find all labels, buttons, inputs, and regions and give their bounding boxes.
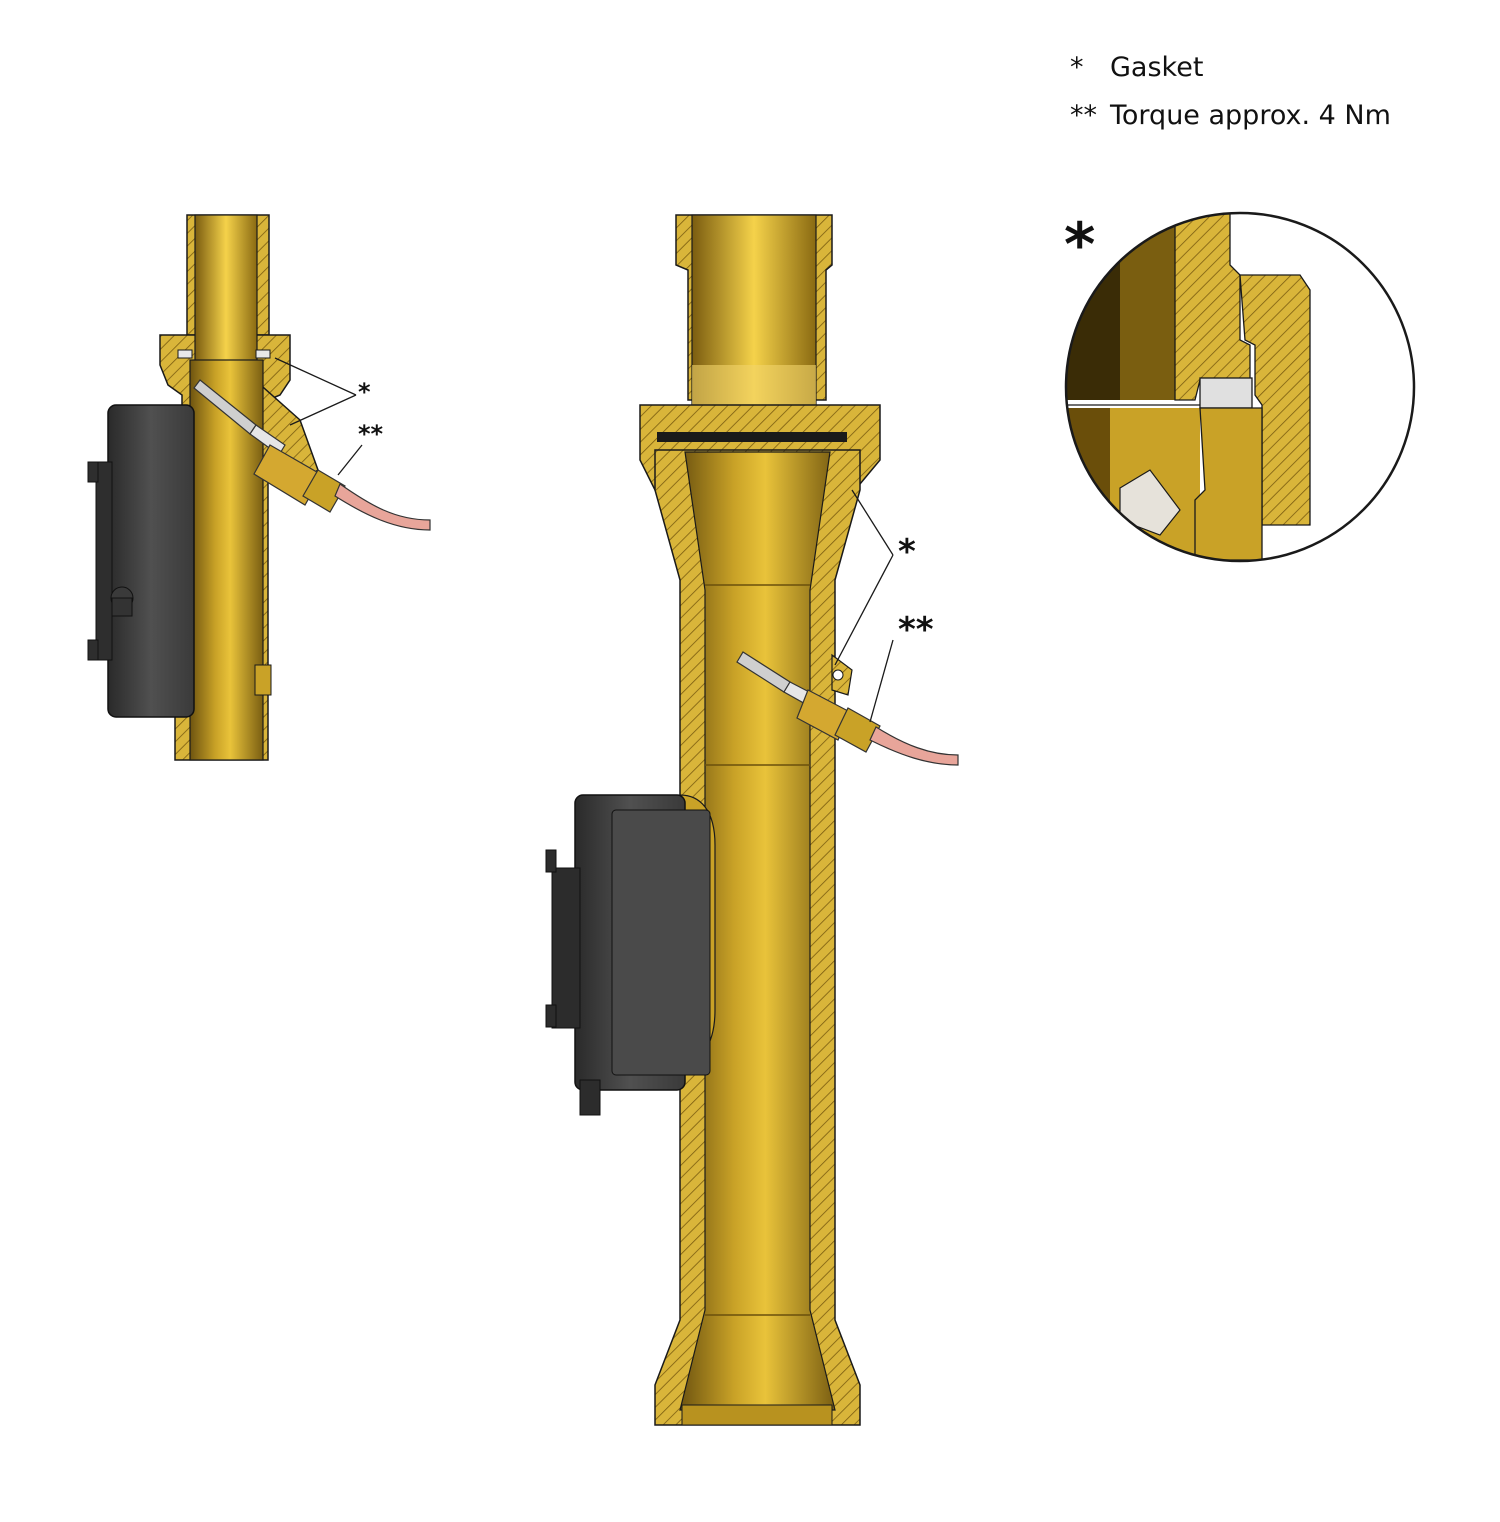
- small-meter-lower-bore: [189, 359, 264, 761]
- legend-text: Torque approx. 4 Nm: [1110, 100, 1391, 131]
- gasket-detail-view: [1064, 211, 1416, 563]
- small-meter-leaders: [274, 357, 363, 476]
- legend-marker: *: [1070, 52, 1084, 83]
- detail-circle-border: [1064, 211, 1416, 563]
- small-meter-torque-callout: **: [358, 420, 384, 448]
- large-meter: [545, 214, 959, 1426]
- small-meter-electronics-housing: [87, 404, 195, 718]
- small-meter-gasket-left: [177, 349, 193, 359]
- large-meter-leaders: [834, 489, 894, 723]
- legend-item-gasket: * Gasket: [1070, 52, 1391, 100]
- large-meter-temperature-sensor: [736, 651, 959, 766]
- small-meter: [87, 214, 431, 761]
- large-meter-lower-outlet: [681, 1404, 833, 1426]
- small-meter-upper-bore: [194, 214, 258, 366]
- small-meter-temperature-sensor: [193, 379, 431, 531]
- small-meter-gasket-right: [255, 349, 271, 359]
- large-meter-electronics-housing: [545, 794, 711, 1116]
- legend-item-torque: ** Torque approx. 4 Nm: [1070, 100, 1391, 148]
- legend-marker: **: [1070, 100, 1097, 131]
- legend: * Gasket ** Torque approx. 4 Nm: [1070, 52, 1391, 148]
- large-meter-torque-callout: **: [898, 610, 934, 650]
- large-meter-gasket: [657, 432, 847, 442]
- large-meter-upper-bore-highlight: [692, 365, 816, 410]
- large-meter-gasket-callout: *: [898, 532, 916, 572]
- large-meter-sensor-hole: [832, 669, 844, 681]
- small-meter-side-port: [254, 664, 272, 696]
- detail-view-marker: *: [1064, 210, 1096, 280]
- gasket-detail-ring: [1199, 377, 1253, 409]
- small-meter-gasket-callout: *: [358, 378, 371, 406]
- legend-text: Gasket: [1110, 52, 1204, 83]
